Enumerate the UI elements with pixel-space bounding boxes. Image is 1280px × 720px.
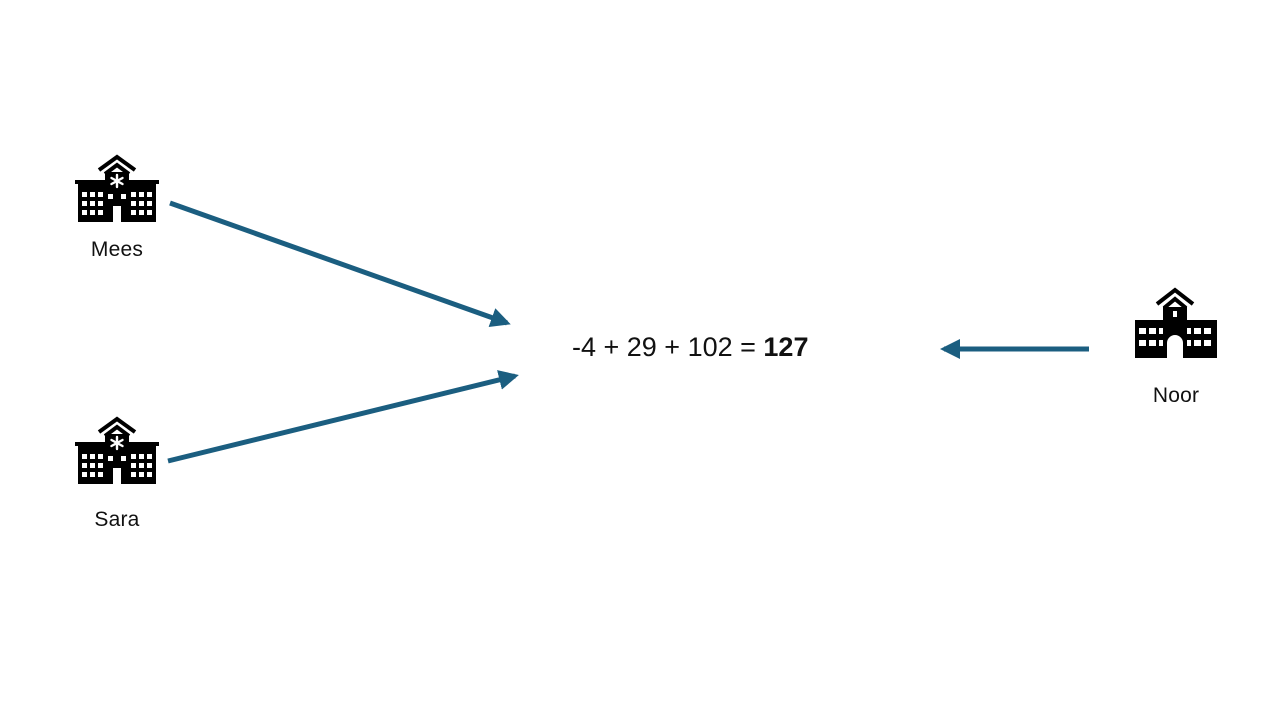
hospital-icon [75, 416, 159, 484]
sum-equation: -4 + 29 + 102 = 127 [572, 332, 808, 363]
arrow-sara-to-sum [167, 370, 519, 464]
school-icon [1135, 287, 1217, 358]
node-label-mees: Mees [90, 238, 144, 261]
node-label-sara: Sara [94, 508, 140, 531]
equation-result: 127 [763, 332, 809, 362]
equation-expression: -4 + 29 + 102 = [572, 332, 764, 362]
node-label-noor: Noor [1152, 384, 1200, 407]
node-mees: Mees [57, 154, 177, 262]
node-sara: Sara [57, 416, 177, 532]
node-noor: Noor [1116, 286, 1236, 408]
arrow-mees-to-sum [169, 200, 511, 328]
hospital-icon [75, 154, 159, 222]
